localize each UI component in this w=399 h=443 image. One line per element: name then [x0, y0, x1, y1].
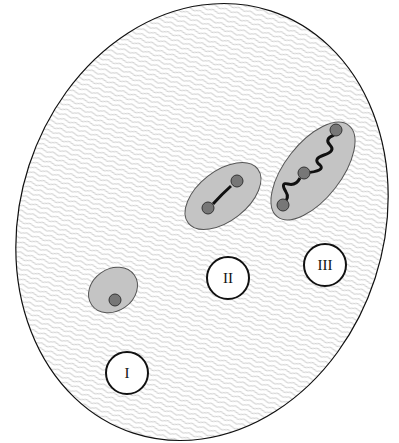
- numbered-circle: II: [206, 256, 250, 300]
- circle-label: III: [318, 258, 333, 273]
- cluster-one: [80, 258, 147, 322]
- circle-label: II: [223, 271, 233, 286]
- cluster-three: [255, 108, 371, 234]
- numbered-circle: III: [303, 243, 347, 287]
- numbered-circle: I: [105, 351, 149, 395]
- circle-label: I: [125, 366, 130, 381]
- cluster-two: [173, 149, 273, 243]
